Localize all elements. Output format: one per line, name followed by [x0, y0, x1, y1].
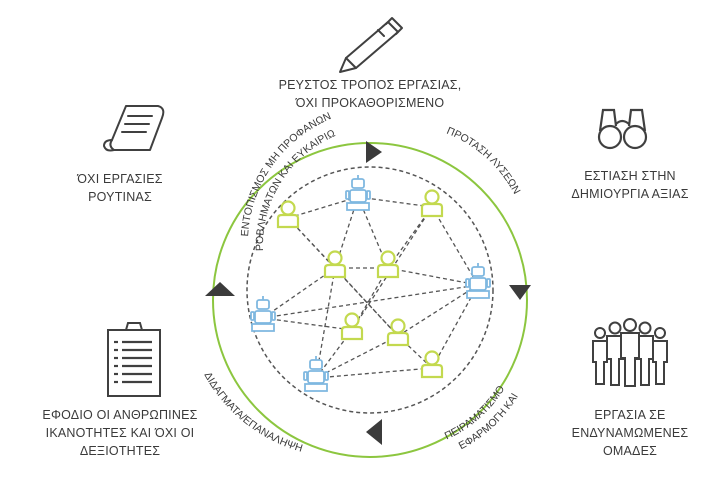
- pen-icon: [339, 17, 403, 73]
- feature-top-line-2: ΌΧΙ ΠΡΟΚΑΘΟΡΙΣΜΕΝΟ: [295, 96, 445, 110]
- arrow-top: [366, 141, 382, 163]
- cycle-label-propose: ΠΡΟΤΑΣΗ ΛΥΣΕΩΝ: [445, 125, 523, 196]
- feature-top-right-label: ΕΣΤΙΑΣΗ ΣΤΗΝ ΔΗΜΙΟΥΡΓΙΑ ΑΞΙΑΣ: [555, 167, 705, 203]
- arrow-bottom: [366, 419, 382, 445]
- network-ring: [246, 166, 494, 414]
- feature-top-left-line-2: ΡΟΥΤΙΝΑΣ: [88, 190, 152, 204]
- human-node: [420, 189, 444, 218]
- feature-top-left-line-1: ΌΧΙ ΕΡΓΑΣΙΕΣ: [77, 172, 163, 186]
- feature-bottom-left-line-1: ΕΦΟΔΙΟ ΟΙ ΑΝΘΡΩΠΙΝΕΣ: [42, 408, 198, 422]
- arrow-right: [509, 285, 531, 300]
- human-nodes: [276, 189, 444, 379]
- cycle-ring: [212, 142, 528, 458]
- human-node: [376, 250, 400, 279]
- feature-bottom-right-line-1: ΕΡΓΑΣΙΑ ΣΕ: [594, 408, 666, 422]
- feature-bottom-right-line-2: ΕΝΔΥΝΑΜΩΜΕΝΕΣ: [571, 426, 689, 440]
- clipboard-checklist-icon: [107, 322, 161, 397]
- feature-top-right-line-1: ΕΣΤΙΑΣΗ ΣΤΗΝ: [584, 169, 676, 183]
- robot-nodes: [250, 175, 491, 392]
- team-people-icon: [592, 318, 668, 387]
- feature-bottom-left-line-2: ΙΚΑΝΟΤΗΤΕΣ ΚΑΙ ΌΧΙ ΟΙ: [45, 426, 195, 440]
- feature-bottom-right-label: ΕΡΓΑΣΙΑ ΣΕ ΕΝΔΥΝΑΜΩΜΕΝΕΣ ΟΜΑΔΕΣ: [560, 406, 700, 460]
- human-node: [420, 350, 444, 379]
- feature-top-left-label: ΌΧΙ ΕΡΓΑΣΙΕΣ ΡΟΥΤΙΝΑΣ: [40, 170, 200, 206]
- human-node: [386, 318, 410, 347]
- scroll-document-icon: [103, 105, 165, 152]
- robot-node: [345, 175, 371, 211]
- binoculars-icon: [597, 108, 648, 150]
- feature-top-right-line-2: ΔΗΜΙΟΥΡΓΙΑ ΑΞΙΑΣ: [571, 187, 689, 201]
- feature-top-label: ΡΕΥΣΤΟΣ ΤΡΟΠΟΣ ΕΡΓΑΣΙΑΣ, ΌΧΙ ΠΡΟΚΑΘΟΡΙΣΜ…: [265, 76, 475, 112]
- feature-bottom-right-line-3: ΟΜΑΔΕΣ: [602, 444, 658, 458]
- human-node: [323, 250, 347, 279]
- feature-bottom-left-line-3: ΔΕΞΙΟΤΗΤΕΣ: [79, 444, 161, 458]
- human-node: [276, 200, 300, 229]
- robot-node: [250, 296, 276, 332]
- arrow-left: [205, 282, 235, 296]
- robot-node: [465, 263, 491, 299]
- feature-bottom-left-label: ΕΦΟΔΙΟ ΟΙ ΑΝΘΡΩΠΙΝΕΣ ΙΚΑΝΟΤΗΤΕΣ ΚΑΙ ΌΧΙ …: [20, 406, 220, 460]
- robot-node: [303, 356, 329, 392]
- human-node: [340, 312, 364, 341]
- feature-top-line-1: ΡΕΥΣΤΟΣ ΤΡΟΠΟΣ ΕΡΓΑΣΙΑΣ,: [278, 78, 462, 92]
